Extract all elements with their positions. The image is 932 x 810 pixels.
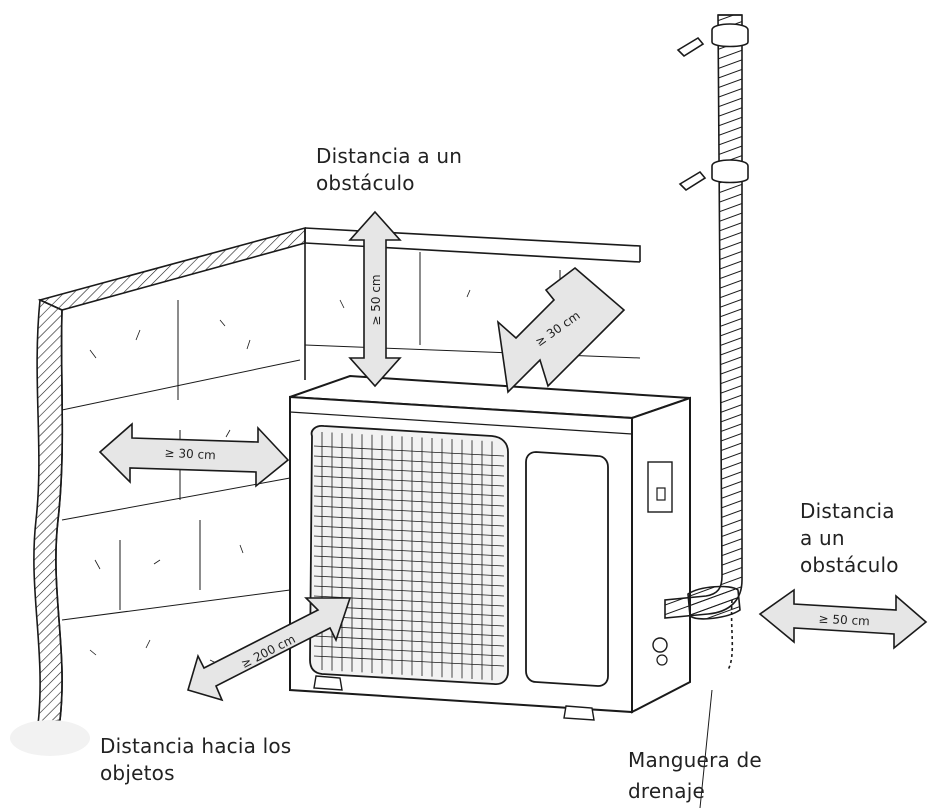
label-top-line1: Distancia a un	[316, 144, 463, 168]
label-top-obstacle: Distancia a un obstáculo	[316, 143, 462, 197]
clearance-arrows: ≥ 50 cm ≥ 30 cm ≥ 30 cm ≥ 50 cm ≥ 200 cm	[98, 210, 928, 702]
label-objects-line2: objetos	[100, 761, 175, 785]
outdoor-unit	[289, 374, 691, 721]
unit-foot	[563, 705, 595, 721]
label-right-obstacle: Distancia a un obstáculo	[800, 498, 899, 579]
pipe-clamp	[711, 23, 749, 48]
wall	[33, 226, 641, 727]
arrow-left-clearance: ≥ 30 cm	[98, 422, 290, 488]
label-drain-line2: drenaje	[628, 779, 705, 803]
label-right-line3: obstáculo	[800, 553, 899, 577]
drain-hose	[727, 599, 734, 671]
label-right-line1: Distancia	[800, 499, 895, 523]
arrow-top-clearance: ≥ 50 cm	[348, 210, 402, 388]
service-valve	[652, 637, 668, 653]
screw	[676, 36, 707, 192]
smudge	[10, 720, 90, 756]
terminal-box	[647, 461, 673, 513]
arrow-right-clearance: ≥ 50 cm	[758, 588, 928, 650]
label-drain-line1: Manguera de	[628, 748, 762, 772]
fan-grille	[309, 424, 509, 685]
arrow-left-label: ≥ 30 cm	[164, 446, 216, 463]
access-panel	[525, 451, 609, 687]
unit-foot	[313, 675, 343, 691]
pipe-clamp	[711, 159, 749, 184]
refrigerant-pipe	[664, 14, 749, 809]
label-objects-distance: Distancia hacia los objetos	[100, 733, 291, 787]
arrow-right-label: ≥ 50 cm	[818, 612, 870, 629]
label-top-line2: obstáculo	[316, 171, 415, 195]
arrow-top-label: ≥ 50 cm	[369, 274, 383, 325]
label-right-line2: a un	[800, 526, 845, 550]
label-drain-hose: Manguera de drenaje	[628, 745, 762, 807]
arrow-back-clearance: ≥ 30 cm	[496, 266, 626, 394]
wall-cap-hatch	[37, 226, 306, 311]
label-objects-line1: Distancia hacia los	[100, 734, 292, 758]
